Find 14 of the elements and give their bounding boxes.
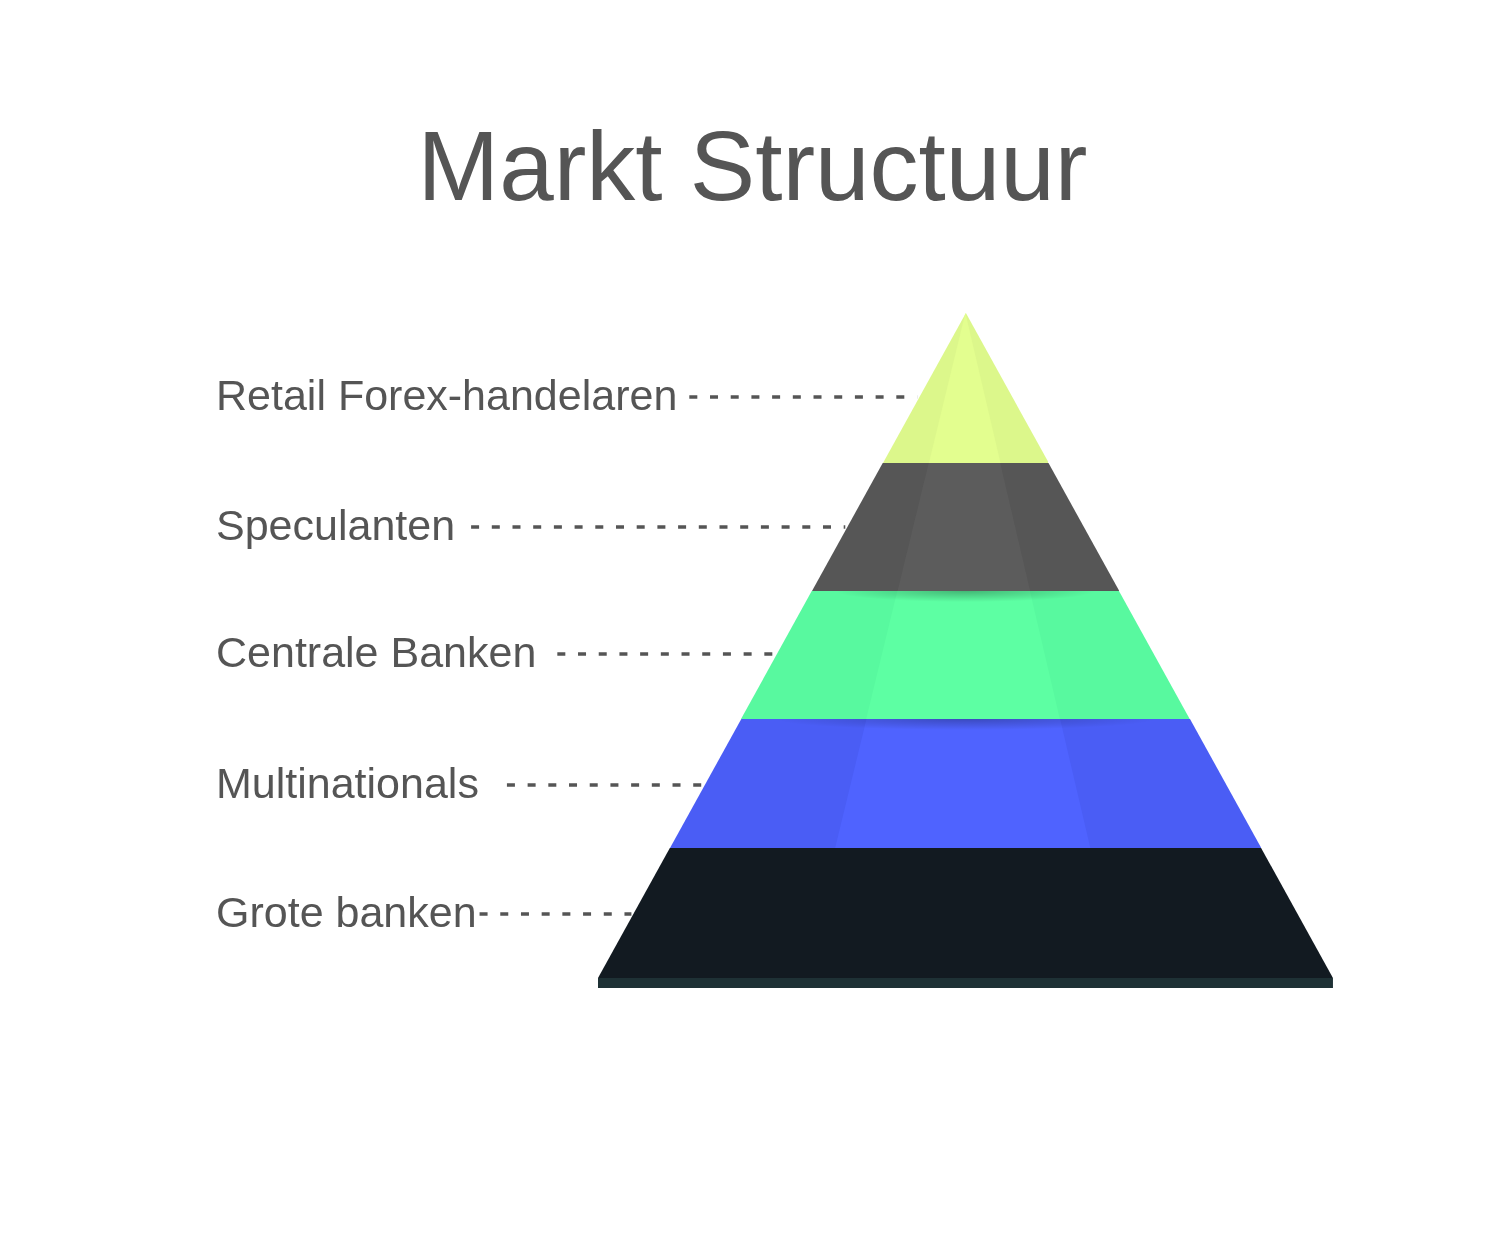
- layer-label: Speculanten: [216, 500, 456, 550]
- leader-line: [506, 783, 703, 787]
- pyramid-layer: [811, 463, 1120, 591]
- pyramid-top-layer: [882, 313, 1049, 463]
- layer-label: Centrale Banken: [216, 627, 537, 677]
- pyramid-layer: [669, 719, 1262, 848]
- pyramid-layer: [741, 591, 1190, 719]
- leader-line: [479, 912, 632, 916]
- pyramid-base-layer: [598, 848, 1333, 988]
- layer-label: Retail Forex-handelaren: [216, 370, 678, 420]
- layer-label: Multinationals: [216, 758, 479, 808]
- diagram-title: Markt Structuur: [416, 110, 1089, 223]
- layer-label: Grote banken: [216, 887, 477, 937]
- leader-line: [471, 525, 846, 529]
